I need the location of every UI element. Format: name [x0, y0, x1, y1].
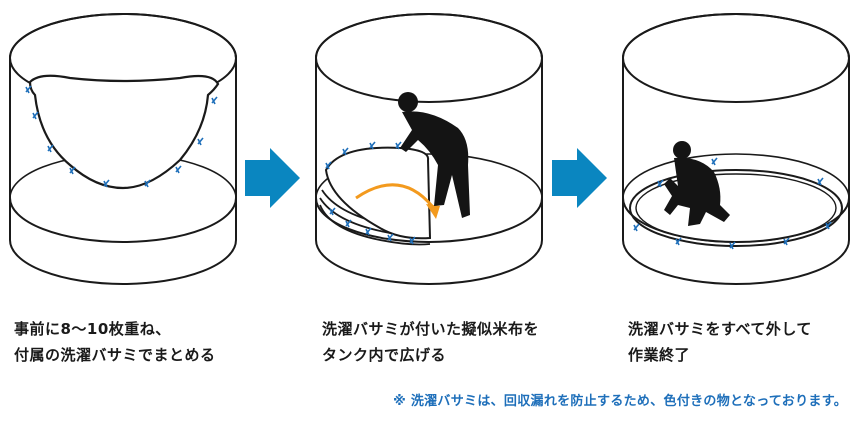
step-2-line-2: タンク内で広げる — [322, 346, 447, 364]
tank-3 — [622, 13, 850, 285]
worker-crouching — [664, 141, 730, 226]
step-1-caption: 事前に8～10枚重ね、 付属の洗濯バサミでまとめる — [14, 316, 216, 368]
tank-1-clips — [25, 85, 218, 188]
step-3-line-1: 洗濯バサミをすべて外して — [628, 320, 812, 338]
worker-standing — [398, 92, 470, 218]
spread-arrowhead — [426, 204, 440, 219]
tank-2 — [315, 13, 543, 285]
step-1-line-1: 事前に8～10枚重ね、 — [14, 320, 171, 338]
spread-arrow — [355, 183, 434, 207]
tank-2-clips — [325, 141, 416, 245]
step-3-caption: 洗濯バサミをすべて外して 作業終了 — [628, 316, 812, 368]
next-arrow-2 — [552, 148, 607, 208]
step-2-caption: 洗濯バサミが付いた擬似米布を タンク内で広げる — [322, 316, 539, 368]
next-arrow-1 — [245, 148, 300, 208]
clip-color-note: ※ 洗濯バサミは、回収漏れを防止するため、色付きの物となっております。 — [393, 394, 847, 409]
step-3-line-2: 作業終了 — [628, 346, 691, 364]
tank-3-clips — [633, 157, 832, 250]
step-1-line-2: 付属の洗濯バサミでまとめる — [14, 346, 216, 364]
step-2-line-1: 洗濯バサミが付いた擬似米布を — [322, 320, 540, 338]
tank-1 — [9, 13, 237, 285]
